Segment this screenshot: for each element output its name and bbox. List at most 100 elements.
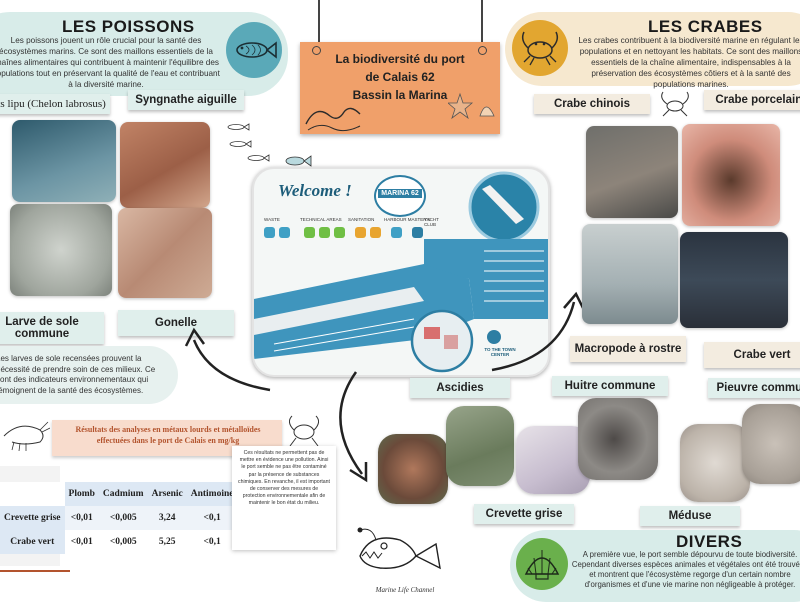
legend-square-icon [304, 227, 315, 238]
row-name: Crabe vert [0, 530, 65, 554]
analyses-note-card [232, 446, 336, 550]
legend-square-icon [279, 227, 290, 238]
table-underline [0, 570, 70, 572]
photo-meduse-1 [680, 424, 750, 502]
poster-title-line2: de Calais 62 [365, 70, 435, 84]
legend-waste: WASTE [264, 217, 280, 222]
map-town-center: TO THE TOWN CENTER [484, 347, 516, 357]
photo-macropode [582, 224, 678, 324]
photo-gonelle [118, 208, 212, 298]
photo-syngnathe [120, 122, 210, 208]
small-fish-icon [227, 123, 270, 162]
poissons-title: LES POISSONS [62, 17, 195, 36]
legend-yacht: YACHT CLUB [424, 217, 439, 227]
anglerfish-icon [357, 527, 441, 570]
col-cadmium: Cadmium [98, 482, 148, 506]
photo-crabe-chinois [586, 126, 678, 218]
label-meduse: Méduse [640, 506, 740, 526]
sign-string-left [318, 0, 320, 42]
label-larve-sole: Larve de sole commune [0, 312, 104, 344]
table-corner [0, 482, 65, 506]
table-cell: <0,01 [70, 537, 93, 547]
wave-icon [305, 107, 361, 132]
photo-larve-sole [10, 204, 112, 296]
photo-crabe-vert [680, 232, 788, 328]
starfish-shell-icon [448, 92, 495, 120]
col-arsenic: Arsenic [147, 482, 187, 506]
label-pieuvre: Pieuvre commune [708, 378, 800, 398]
arrows-drawing [184, 291, 586, 483]
label-ascidies: Ascidies [410, 378, 510, 398]
label-syngnathe: Syngnathe aiguille [128, 90, 244, 110]
crabes-text: Les crabes contribuent à la biodiversité… [578, 36, 800, 89]
legend-square-icon [370, 227, 381, 238]
col-antimoine: Antimoine [186, 482, 238, 506]
analyses-note: Ces résultats ne permettent pas de mettr… [238, 450, 330, 507]
label-mulet: Mulets lipu (Chelon labrosus) [0, 94, 110, 114]
label-huitre: Huitre commune [552, 376, 668, 396]
small-fish-icon-2 [285, 155, 312, 167]
label-crabe-chinois: Crabe chinois [534, 94, 650, 114]
sole-note: Les larves de sole recensées prouvent la… [0, 354, 156, 395]
map-badge: MARINA 62 [374, 175, 426, 217]
sole-note-bg [0, 346, 178, 404]
legend-square-icon [264, 227, 275, 238]
photo-pieuvre [742, 404, 800, 484]
table-cell: 5,25 [158, 537, 176, 547]
pin-left [312, 46, 321, 55]
label-crevette-grise: Crevette grise [474, 504, 574, 524]
analyses-title: Résultats des analyses en métaux lourds … [75, 425, 261, 445]
crabes-title: LES CRABES [648, 17, 763, 36]
poster-title-line3: Bassin la Marina [352, 88, 448, 102]
small-crab-icon [661, 91, 689, 117]
photo-crevette [516, 426, 590, 494]
table-cell: <0,1 [203, 513, 221, 523]
table-cell: 3,24 [158, 513, 176, 523]
col-plomb: Plomb [64, 482, 99, 506]
table-cell: <0,005 [109, 513, 137, 523]
pin-right [478, 46, 487, 55]
map-badge-text: MARINA 62 [378, 189, 422, 198]
crab-icon [521, 31, 559, 66]
crab-logo [512, 20, 568, 76]
legend-square-icon [355, 227, 366, 238]
label-crabe-porcelaine: Crabe porcelaine [704, 90, 800, 110]
poster-title-line1: La biodiversité du port [335, 52, 465, 66]
credit-text: Marine Life Channel [375, 586, 435, 594]
legend-square-icon [412, 227, 423, 238]
map-legend: WASTE TECHNICAL AREAS SANITATION HARBOUR… [264, 217, 444, 265]
label-macropode: Macropode à rostre [570, 336, 686, 362]
legend-technical: TECHNICAL AREAS [300, 217, 342, 222]
fish-icon [236, 41, 277, 59]
divers-text: A première vue, le port semble dépourvu … [571, 550, 800, 589]
legend-harbour: HARBOUR MASTER'S [384, 217, 431, 222]
legend-square-icon [391, 227, 402, 238]
photo-ascidies-2 [446, 406, 514, 486]
marina-map: Welcome ! MARINA 62 WASTE TECHNICAL AREA… [252, 167, 550, 377]
photo-huitre [578, 398, 658, 480]
metals-table: Plomb Cadmium Arsenic Antimoine Crevette… [0, 482, 238, 554]
divers-title: DIVERS [676, 532, 743, 551]
label-gonelle: Gonelle [118, 310, 234, 336]
shell-icon [524, 550, 560, 580]
table-cell: <0,01 [70, 513, 93, 523]
legend-sanitation: SANITATION [348, 217, 375, 222]
legend-icons [264, 227, 423, 238]
map-welcome: Welcome ! [278, 181, 352, 200]
map-harbour-drawing [254, 171, 548, 373]
sign-string-right [481, 0, 483, 42]
photo-crabe-porcelaine [682, 124, 780, 226]
table-row: Crevette grise <0,01 <0,005 3,24 <0,1 [0, 506, 238, 530]
photo-mulet [12, 120, 116, 202]
label-crabe-vert: Crabe vert [704, 342, 800, 368]
shrimp-icon [3, 421, 50, 452]
poster-title-card: La biodiversité du port de Calais 62 Bas… [300, 42, 500, 134]
table-row: Crabe vert <0,01 <0,005 5,25 <0,1 [0, 530, 238, 554]
fish-logo [226, 22, 282, 78]
table-header-row: Plomb Cadmium Arsenic Antimoine [0, 482, 238, 506]
table-cell: <0,005 [109, 537, 137, 547]
photo-ascidies-1 [378, 434, 448, 504]
legend-square-icon [334, 227, 345, 238]
divers-logo [516, 538, 568, 590]
table-cell: <0,1 [203, 537, 221, 547]
